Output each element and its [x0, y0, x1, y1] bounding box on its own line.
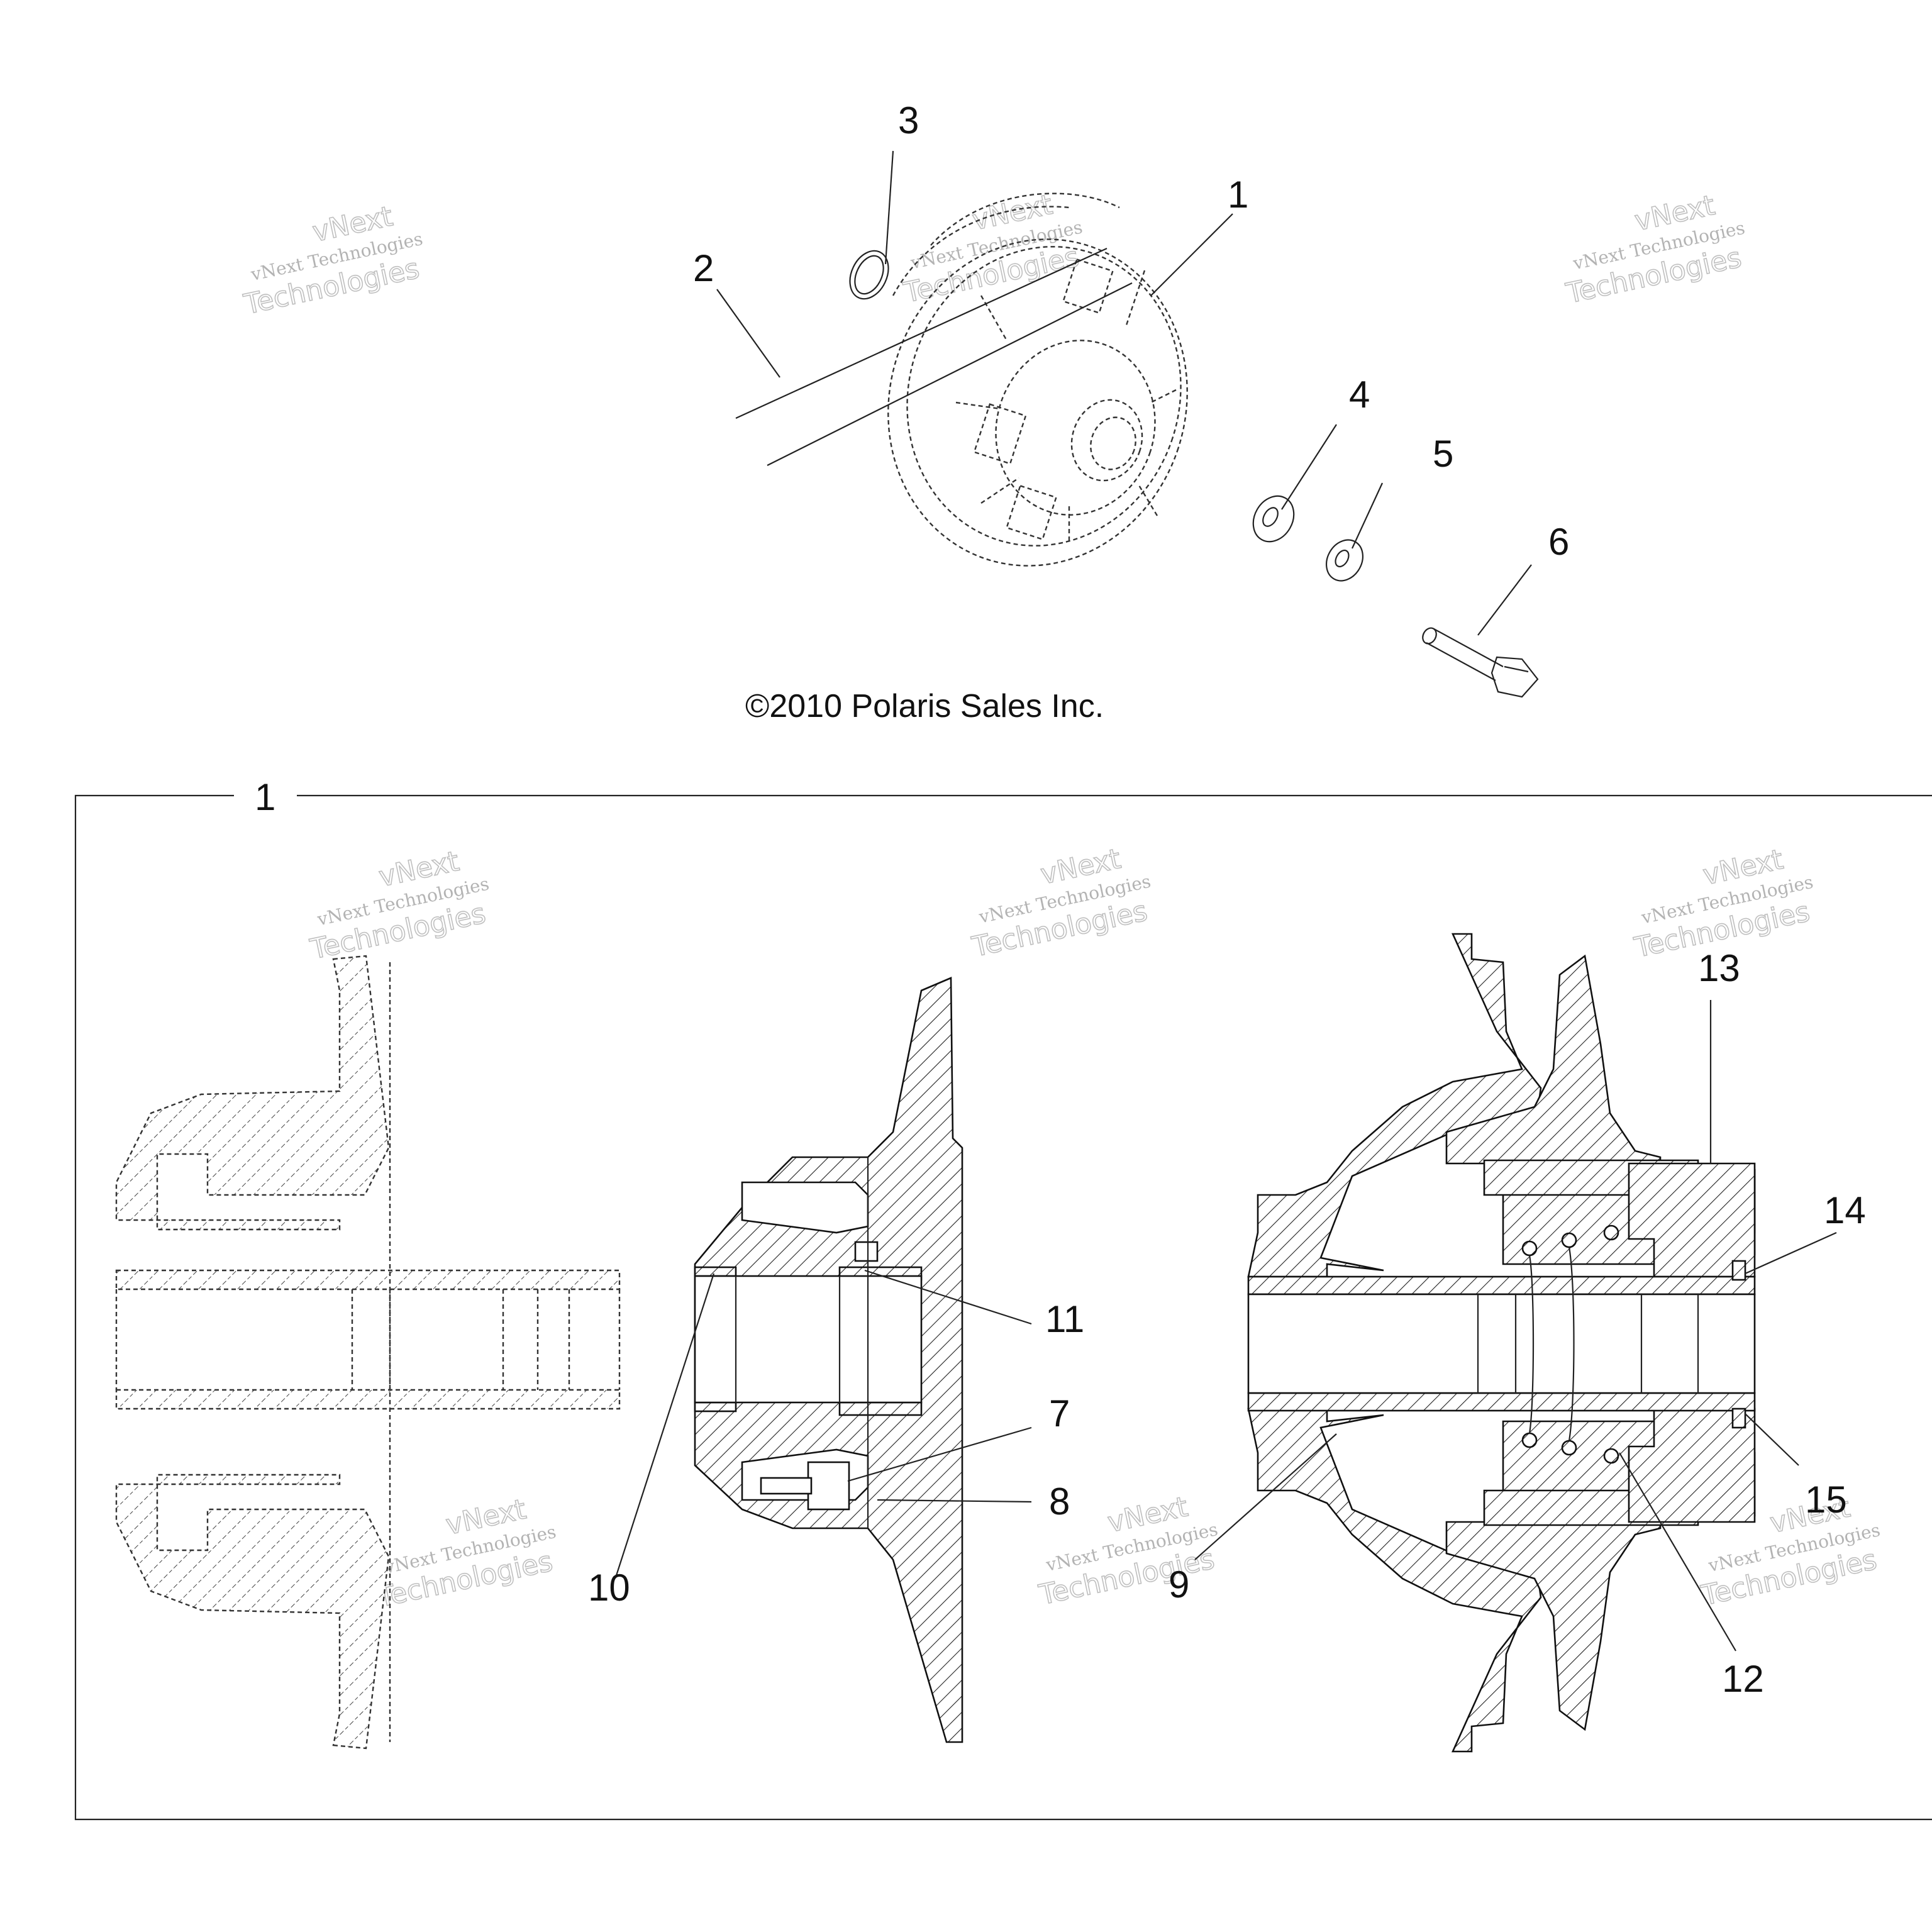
leader-line-11 [864, 1269, 1032, 1325]
stationary-sheave-section [115, 955, 621, 1750]
watermark: vNext vNext Technologies Technologies [240, 200, 425, 321]
callout-15: 15 [1805, 1479, 1847, 1521]
callout-12: 12 [1722, 1658, 1764, 1700]
callout-5: 5 [1433, 433, 1453, 475]
leader-line-15 [1745, 1413, 1799, 1466]
callout-9: 9 [1169, 1563, 1189, 1606]
leader-line-14 [1745, 1231, 1837, 1275]
exploded-view: 1 2 3 4 5 6 ©2010 Polaris Sales Inc. [693, 99, 1569, 724]
moveable-sheave-section [694, 977, 963, 1743]
bolt [1422, 627, 1539, 698]
clutch-assembly [887, 192, 1188, 567]
watermark: vNext vNext Technologies Technologies [1631, 843, 1815, 964]
leader-line-9 [1194, 1433, 1337, 1560]
leader-line-12 [1619, 1452, 1736, 1652]
callout-13: 13 [1698, 947, 1740, 989]
drive-belt-edge [767, 282, 1133, 466]
copyright-text: ©2010 Polaris Sales Inc. [745, 688, 1104, 724]
callout-6: 6 [1548, 521, 1569, 563]
callout-1: 1 [1228, 174, 1248, 216]
watermark: vNext vNext Technologies Technologies [374, 1492, 558, 1614]
washer [1252, 495, 1295, 543]
o-ring [849, 250, 889, 300]
leader-line-3 [884, 150, 894, 265]
watermark: vNext vNext Technologies Technologies [307, 845, 491, 966]
callout-14: 14 [1824, 1189, 1866, 1231]
callout-8: 8 [1049, 1480, 1070, 1523]
callout-3: 3 [898, 99, 919, 142]
leader-line-8 [877, 1499, 1032, 1503]
lock-washer [1325, 539, 1364, 582]
leader-line-2 [716, 289, 780, 378]
callout-2: 2 [693, 247, 714, 289]
callout-4: 4 [1349, 374, 1370, 416]
drive-belt [735, 247, 1108, 419]
spring [1521, 1224, 1619, 1464]
watermark: vNext vNext Technologies Technologies [969, 842, 1153, 963]
clutch-assembly-section [1247, 933, 1756, 1753]
callout-7: 7 [1049, 1392, 1070, 1435]
detail-callout-1: 1 [255, 776, 275, 818]
watermark: vNext vNext Technologies Technologies [1563, 189, 1747, 310]
leader-line-1 [1150, 213, 1233, 296]
callout-11: 11 [1045, 1298, 1084, 1340]
leader-line-6 [1477, 564, 1532, 636]
leader-line-7 [847, 1426, 1032, 1482]
leader-line-5 [1352, 482, 1383, 549]
detail-frame: 1 [74, 776, 1932, 1821]
leader-line-10 [615, 1273, 715, 1576]
callout-10: 10 [588, 1567, 630, 1609]
leader-line-4 [1281, 424, 1337, 510]
